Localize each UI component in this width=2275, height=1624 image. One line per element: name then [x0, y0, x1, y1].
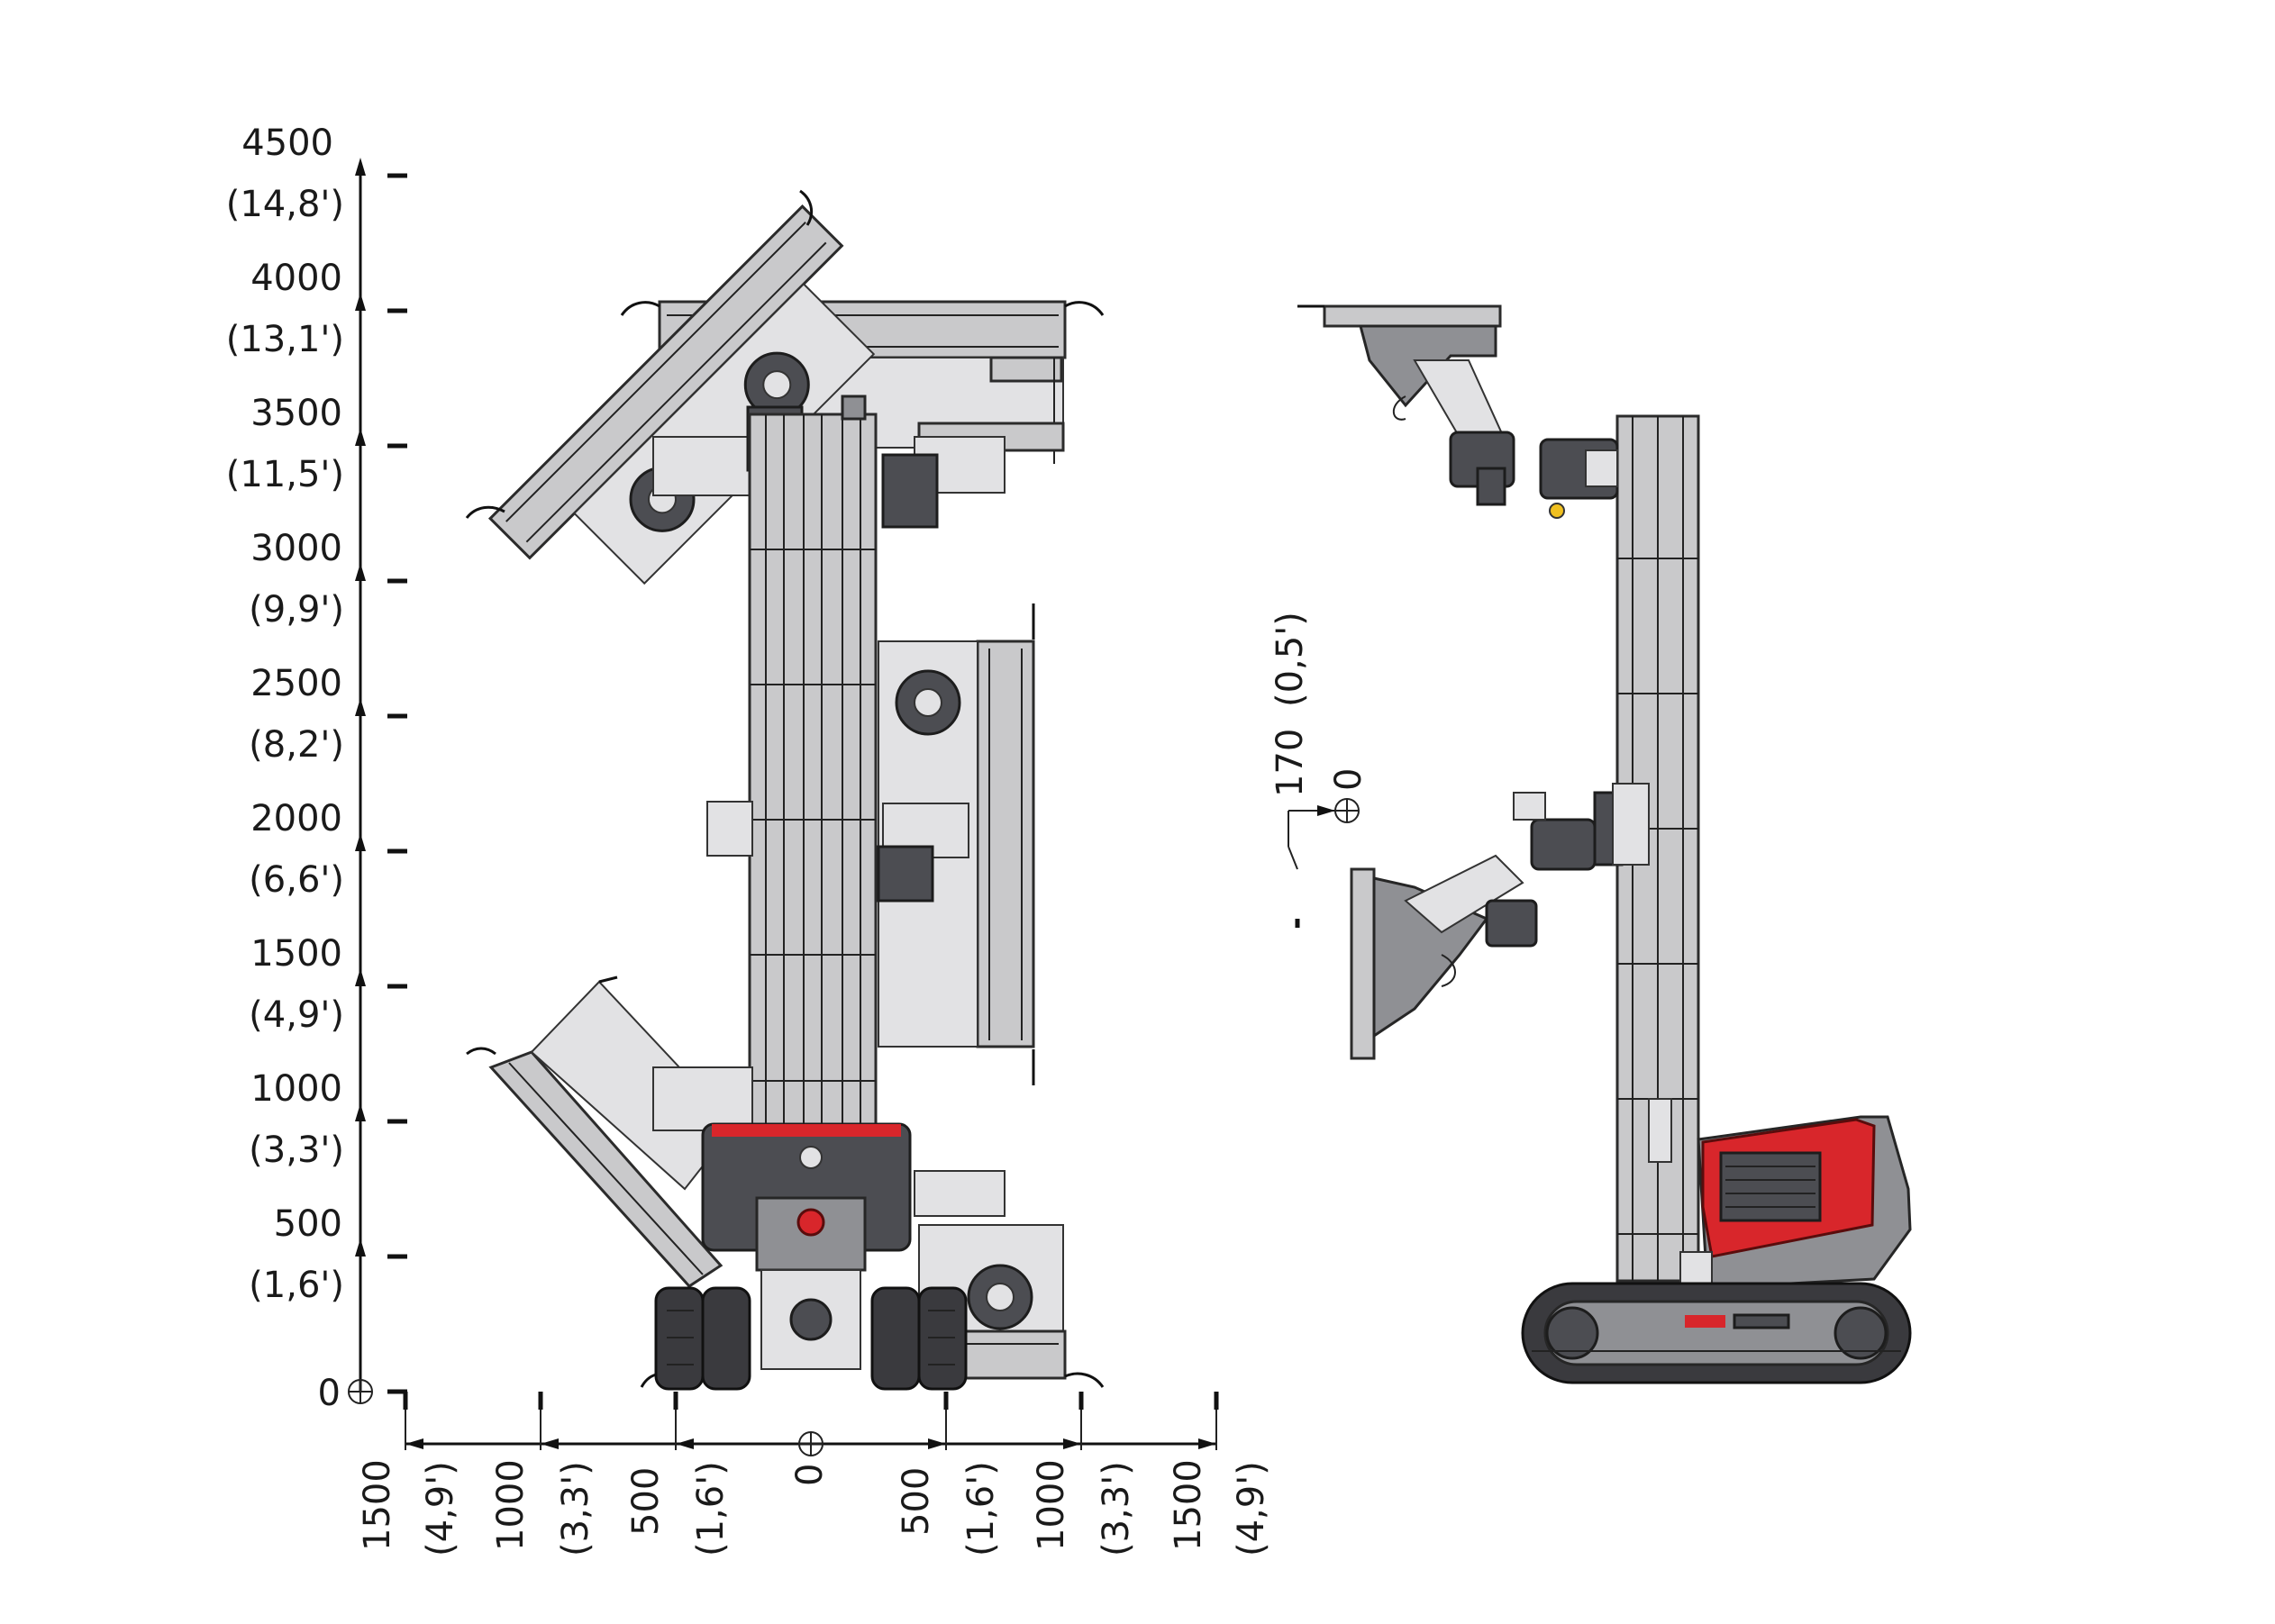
- vlabel-3500: 3500: [250, 393, 342, 434]
- side-reference-label: 0: [1328, 768, 1370, 791]
- track-right-inner: [870, 1286, 921, 1391]
- side-view-machine: 170 (0,5') 0: [1269, 304, 1912, 1384]
- vlabel-1000-imperial: (3,3'): [249, 1130, 344, 1171]
- vlabel-2500-imperial: (8,2'): [249, 724, 344, 766]
- vlabel-1000: 1000: [250, 1068, 342, 1110]
- vlabel-3500-imperial: (11,5'): [226, 454, 344, 495]
- vlabel-4500: 4500: [241, 122, 333, 164]
- vlabel-4000-imperial: (13,1'): [226, 319, 344, 360]
- front-base-chassis: [701, 1122, 912, 1370]
- hlabel-l1000-imperial: (3,3'): [555, 1461, 596, 1556]
- side-offset-imperial: (0,5'): [1269, 612, 1311, 707]
- front-mast: [748, 395, 878, 1137]
- vlabel-3000-imperial: (9,9'): [249, 589, 344, 631]
- hlabel-l500: 500: [625, 1467, 667, 1536]
- vertical-scale: 0 500 (1,6') 1000 (3,3') 1500 (4,9') 200…: [226, 122, 407, 1414]
- vlabel-2500: 2500: [250, 663, 342, 704]
- front-middle-panel: [706, 603, 1035, 1085]
- vlabel-3000: 3000: [250, 528, 342, 569]
- side-body: [1679, 1115, 1912, 1290]
- vlabel-1500: 1500: [250, 933, 342, 975]
- vlabel-2000: 2000: [250, 798, 342, 839]
- track-left-inner: [701, 1286, 751, 1391]
- hlabel-r1500-imperial: (4,9'): [1231, 1461, 1272, 1556]
- side-track: [1521, 1282, 1912, 1384]
- vlabel-1500-imperial: (4,9'): [249, 994, 344, 1036]
- side-vent-grille: [1719, 1151, 1822, 1222]
- side-offset-dimension: 170 (0,5') 0: [1269, 612, 1370, 928]
- front-lower-carriage-left: [652, 1066, 753, 1131]
- side-lower-tool-head: [1350, 783, 1650, 1060]
- hlabel-l500-imperial: (1,6'): [690, 1461, 732, 1556]
- emergency-stop-icon: [796, 1208, 825, 1237]
- front-lower-carriage-right: [914, 1170, 1006, 1217]
- front-diagonal-lower-panel: [466, 975, 736, 1288]
- vlabel-2000-imperial: (6,6'): [249, 859, 344, 901]
- vlabel-4000: 4000: [250, 258, 342, 299]
- side-upper-tool-head: [1297, 304, 1619, 519]
- vlabel-500: 500: [274, 1203, 342, 1245]
- hlabel-l1000: 1000: [490, 1459, 532, 1551]
- hlabel-l1500: 1500: [357, 1459, 398, 1551]
- upper-warning-light-icon: [1549, 503, 1565, 519]
- hlabel-r500-imperial: (1,6'): [960, 1461, 1002, 1556]
- vertical-ticks: [355, 158, 407, 1394]
- hlabel-r1500: 1500: [1168, 1459, 1209, 1551]
- hlabel-r1000: 1000: [1031, 1459, 1072, 1551]
- vlabel-0: 0: [318, 1373, 341, 1414]
- side-offset-value: 170: [1269, 729, 1311, 797]
- horizontal-scale: 1500 (4,9') 1000 (3,3') 500 (1,6') 0 500…: [357, 1392, 1272, 1556]
- front-upper-carriage-left: [652, 436, 753, 496]
- front-view-machine: [465, 189, 1105, 1391]
- vlabel-500-imperial: (1,6'): [249, 1265, 344, 1306]
- hlabel-0: 0: [789, 1464, 831, 1486]
- front-tracks: [654, 1286, 968, 1391]
- vlabel-4500-imperial: (14,8'): [226, 184, 344, 225]
- hlabel-r500: 500: [896, 1467, 937, 1536]
- hlabel-l1500-imperial: (4,9'): [420, 1461, 461, 1556]
- front-red-stripe: [712, 1124, 901, 1137]
- hlabel-r1000-imperial: (3,3'): [1096, 1461, 1137, 1556]
